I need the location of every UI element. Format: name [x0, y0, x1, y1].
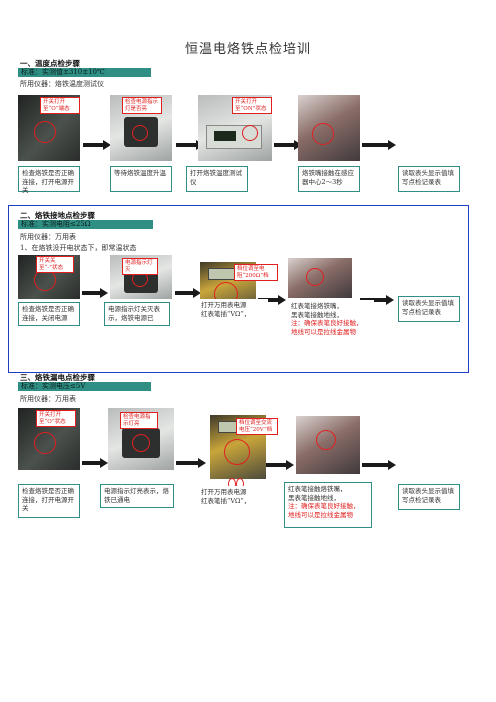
arrow-6	[175, 288, 201, 298]
step-note: 注：确保表笔良好接触，	[288, 502, 360, 510]
step-note: 注：确保表笔良好接触，	[291, 319, 363, 327]
callout-switch-off: 开关关至“-”状态	[36, 256, 74, 273]
step-box: 电源指示灯关灭表示，烙铁电源已	[104, 302, 170, 326]
arrow-10	[176, 458, 206, 468]
section3-instrument: 所用仪器：万用表	[20, 395, 76, 403]
callout-tester-on: 开关打开至“ON”状态	[232, 97, 272, 114]
step-box: 电源指示灯亮表示，烙铁已通电	[100, 484, 174, 508]
step-box: 读取表头显示值填写点检记录表	[398, 484, 460, 510]
highlight-circle	[312, 123, 334, 145]
step-box: 检查烙铁是否正确连接，关闭电源	[18, 302, 80, 326]
step-box: 打开烙铁温度测试仪	[186, 166, 248, 192]
step-line: 红表笔接触烙铁嘴，	[288, 485, 347, 493]
step-box: 检查烙铁是否正确连接，打开电源开关	[18, 484, 80, 518]
step-note: 地线可以是拉线金属物	[291, 327, 356, 336]
callout-lamp-off: 电源指示灯灭	[122, 258, 158, 275]
arrow-5	[82, 288, 108, 298]
arrow-11	[266, 460, 294, 470]
highlight-circle	[34, 121, 56, 143]
step-box-multimeter: 打开万用表电源 红表笔插“VΩ”，	[198, 299, 268, 325]
step-line: 打开万用表电源	[201, 488, 247, 496]
step-note: 地线可以是拉线金属物	[288, 510, 353, 519]
section2-instrument: 所用仪器：万用表	[20, 233, 76, 241]
section2-standard: 标准：实测电阻≤25Ω	[18, 220, 153, 229]
callout-volt-range: 档位调至交流电压“20V”档	[236, 418, 278, 435]
arrow-4	[362, 140, 396, 150]
document-title: 恒温电烙铁点检培训	[184, 42, 311, 57]
arrow-7	[258, 295, 286, 305]
callout-ohm-range: 档位调至电阻“200Ω”档	[234, 264, 278, 281]
tip-on-sensor-photo	[298, 95, 360, 161]
callout-switch-on: 开关打开至“O”端态	[40, 97, 80, 114]
callout-power-lamp: 检查电源指示灯是否亮	[122, 97, 162, 114]
highlight-circle	[224, 439, 250, 465]
step-box-probe: 红表笔接烙铁嘴， 黑表笔接触地线， 注：确保表笔良好接触， 地线可以是拉线金属物	[288, 300, 374, 338]
step-box-probe: 红表笔接触烙铁嘴， 黑表笔接触地线， 注：确保表笔良好接触， 地线可以是拉线金属…	[284, 482, 372, 528]
step-box-multimeter: 打开万用表电源 红表笔插“VΩ”，	[198, 486, 272, 512]
arrow-8	[360, 295, 394, 305]
step-box: 读取表头显示值填写点检记录表	[398, 166, 460, 192]
callout-lamp-on: 检查电源指示灯亮	[120, 412, 158, 429]
section1-heading: 一、温度点检步骤	[20, 59, 80, 68]
arrow-12	[362, 460, 396, 470]
section1-instrument: 所用仪器：烙铁温度测试仪	[20, 80, 104, 88]
highlight-circle	[242, 125, 258, 141]
step-box: 检查烙铁是否正确连接，打开电源开关	[18, 166, 80, 194]
step-line: 打开万用表电源	[201, 301, 247, 309]
step-box: 烙铁嘴接触在感应器中心2～3秒	[298, 166, 360, 192]
section2-frame	[8, 205, 469, 373]
section2-note: 1、在烙铁没开电状态下，即常温状态	[20, 244, 137, 252]
probe-on-tip-photo	[296, 416, 360, 474]
step-line: 红表笔接烙铁嘴，	[291, 302, 343, 310]
highlight-circle	[306, 268, 324, 286]
arrow-1	[83, 140, 111, 150]
step-line: 红表笔插“VΩ”，	[201, 309, 251, 318]
callout-switch-on: 开关打开至“O”状态	[36, 410, 76, 427]
highlight-circle	[34, 432, 56, 454]
section1-standard: 标准：实测值±310±10℃	[18, 68, 151, 77]
arrow-9	[82, 458, 108, 468]
probe-on-tip-photo	[288, 258, 352, 298]
step-box: 读取表头显示值填写点检记录表	[398, 296, 460, 322]
highlight-circle	[132, 125, 148, 141]
section3-heading: 三、烙铁漏电点检步骤	[20, 373, 95, 382]
highlight-circle	[316, 430, 336, 450]
section3-standard: 标准：实测电压≤5V	[18, 382, 151, 391]
step-line: 黑表笔接触地线，	[291, 310, 343, 319]
step-line: 黑表笔接触地线，	[288, 493, 340, 502]
lamp-on-photo	[108, 408, 174, 470]
step-box: 等待烙铁温度升温	[110, 166, 172, 192]
section2-heading: 二、烙铁接地点检步骤	[20, 211, 95, 220]
highlight-circle	[132, 434, 150, 452]
step-line: 红表笔插“VΩ”，	[201, 496, 251, 505]
